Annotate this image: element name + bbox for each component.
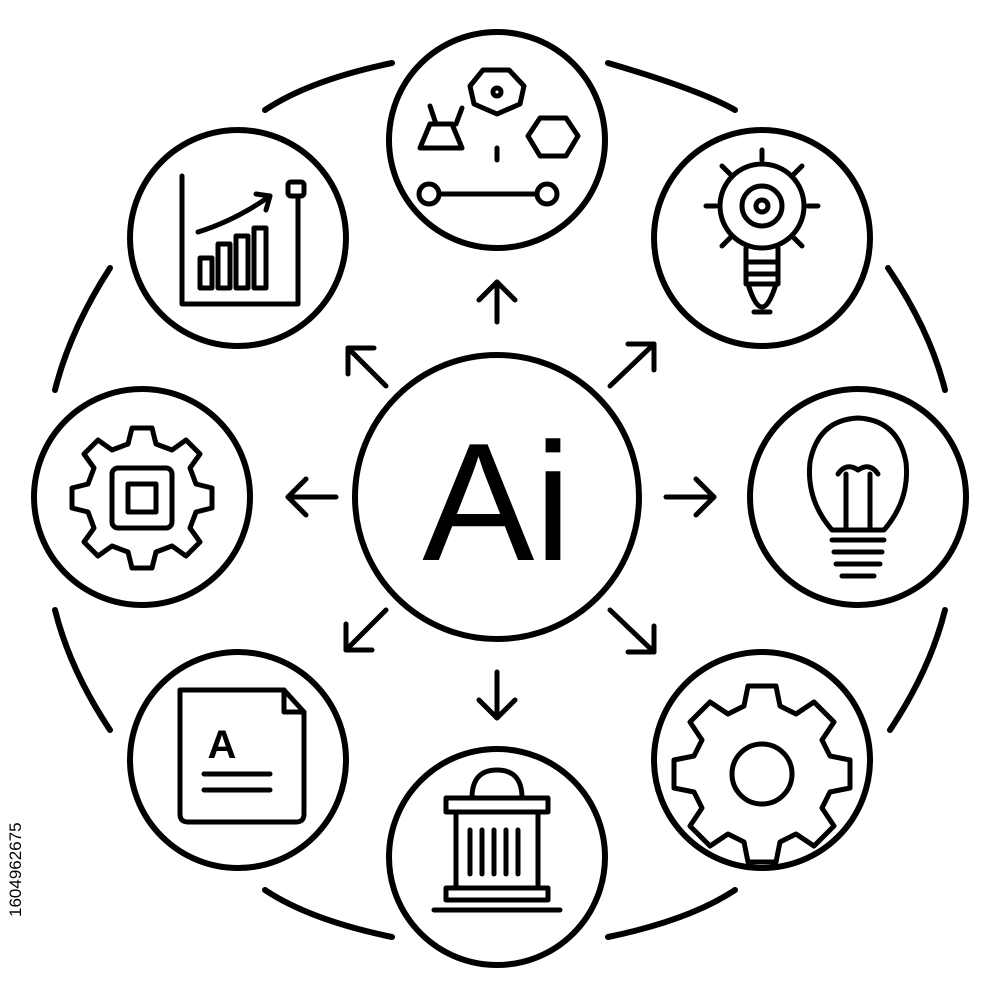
gear-icon xyxy=(651,649,873,871)
arrow-down-right-icon xyxy=(607,607,657,655)
gear-lightbulb-icon xyxy=(651,127,873,349)
arrow-left-icon xyxy=(285,476,339,518)
arrow-up-icon xyxy=(476,279,518,325)
stock-id: 1604962675 xyxy=(6,822,25,918)
document-a-icon: A xyxy=(127,649,349,871)
arrow-down-icon xyxy=(476,669,518,721)
document-letter: A xyxy=(208,723,237,767)
chip-gear-icon xyxy=(31,386,253,608)
center-label: Ai xyxy=(422,408,571,596)
outer-ring xyxy=(52,60,948,940)
arrow-up-right-icon xyxy=(607,341,657,389)
arrow-up-left-icon xyxy=(345,345,389,389)
arrow-right-icon xyxy=(663,476,717,518)
arrow-down-left-icon xyxy=(343,607,389,653)
growth-chart-icon xyxy=(127,127,349,349)
network-nodes-icon xyxy=(386,29,608,251)
lightbulb-icon xyxy=(747,386,969,608)
arrows xyxy=(285,279,717,721)
center-node: Ai xyxy=(352,352,642,642)
museum-building-icon xyxy=(386,746,608,968)
